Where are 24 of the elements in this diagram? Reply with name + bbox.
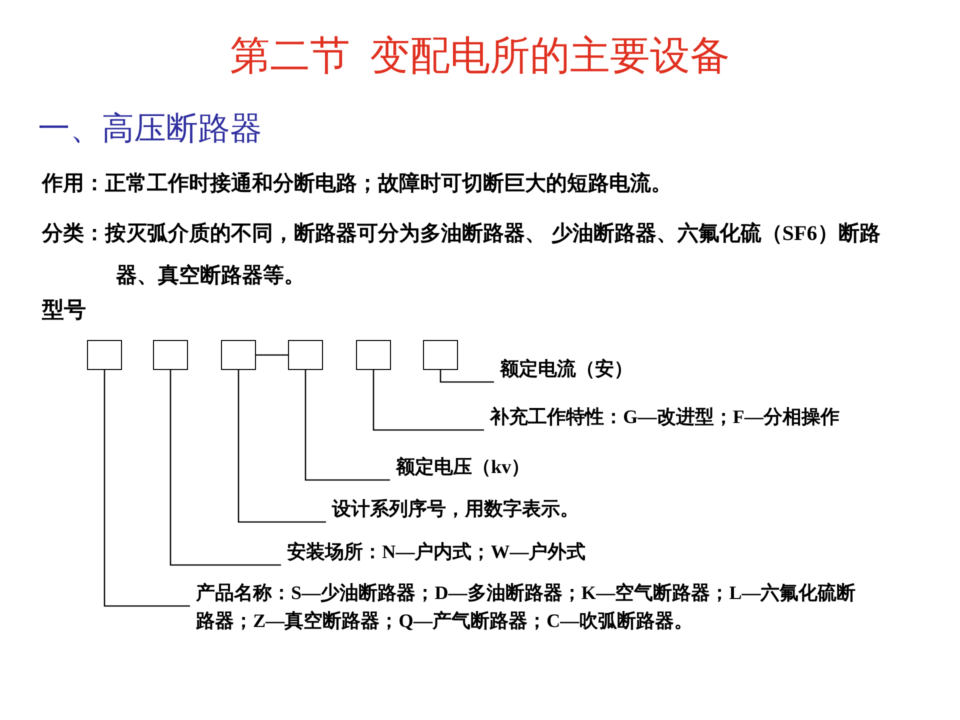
annotation-text: 额定电压（kv） (396, 454, 596, 482)
annotation-text: 产品名称：S—少油断路器；D—多油断路器；K—空气断路器；L—六氟化硫断路器；Z—真空断路器；Q—产气断路器；C—吹弧断路器。 (196, 580, 866, 636)
annotation-text: 额定电流（安） (500, 356, 700, 384)
leader-line (372, 370, 484, 431)
leader-line (104, 370, 190, 607)
code-box (221, 340, 256, 370)
section-label: 型号 (42, 296, 86, 324)
annotation-text: 补充工作特性：G—改进型；F—分相操作 (490, 404, 910, 432)
leader-line (440, 370, 494, 383)
code-box (153, 340, 188, 370)
connector-line (256, 354, 288, 356)
annotation-text: 安装场所：N—户内式；W—户外式 (287, 539, 647, 567)
section-heading: 一、高压断路器 (38, 109, 262, 148)
leader-line (304, 370, 390, 481)
description-text: 分类：按灭弧介质的不同，断路器可分为多油断路器、 少油断路器、六氟化硫（SF6）断路器、真空断路器等。 (42, 220, 882, 289)
slide-title: 第二节 变配电所的主要设备 (229, 32, 731, 80)
leader-line (238, 370, 326, 523)
code-box (356, 340, 391, 370)
leader-line (170, 370, 281, 566)
description-text: 作用：正常工作时接通和分断电路；故障时可切断巨大的短路电流。 (42, 170, 673, 197)
code-box (423, 340, 458, 370)
annotation-text: 设计系列序号，用数字表示。 (332, 496, 652, 524)
code-box (87, 340, 122, 370)
code-box (288, 340, 323, 370)
